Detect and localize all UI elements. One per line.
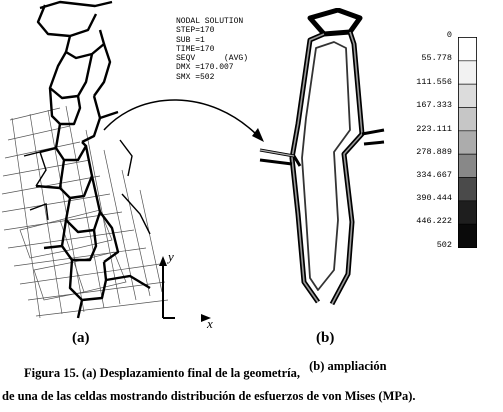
deformed-cells-thin	[23, 139, 151, 235]
zoom-connector-arrow	[103, 99, 264, 142]
legend-band	[458, 177, 477, 202]
legend-band	[458, 107, 477, 132]
legend-band	[458, 223, 477, 248]
x-axis-arrowhead	[201, 314, 211, 322]
legend-band	[458, 200, 477, 225]
caption-line1-prefix: Figura 15. (a) Desplazamiento final de l…	[24, 366, 300, 380]
legend-label: 334.667	[416, 170, 452, 180]
readout-line: DMX =170.007	[176, 63, 234, 73]
readout-line: SMX =502	[176, 72, 215, 82]
legend-band	[458, 130, 477, 155]
legend-band	[458, 83, 477, 108]
caption-line1-suffix: (b) ampliación	[309, 359, 387, 373]
axis-y-label: y	[168, 249, 174, 264]
legend-label: 502	[436, 240, 452, 250]
zoomed-cell-figure	[259, 8, 385, 306]
readout-line: STEP=170	[176, 26, 215, 36]
legend-band	[458, 60, 477, 85]
axis-x-label: x	[207, 316, 213, 331]
figure-caption-line-2: de una de las celdas mostrando distribuc…	[2, 389, 416, 403]
legend-label: 0	[446, 30, 452, 40]
legend-label: 278.889	[416, 147, 452, 157]
deformed-cells	[35, 0, 151, 319]
legend-label: 167.333	[416, 100, 452, 110]
legend-label: 390.444	[416, 193, 452, 203]
panel-b-label: (b)	[316, 330, 335, 346]
readout-line: TIME=170	[176, 44, 215, 54]
y-axis-arrowhead	[159, 256, 167, 266]
coordinate-axes	[162, 262, 175, 319]
readout-line: SEQV (AVG)	[176, 54, 249, 64]
legend-label: 446.222	[416, 216, 452, 226]
figure-caption-line-1: Figura 15. (a) Desplazamiento final de l…	[24, 359, 387, 381]
legend-band	[458, 153, 477, 178]
legend-label: 223.111	[416, 124, 452, 134]
legend-label: 111.556	[416, 77, 452, 87]
readout-line: SUB =1	[176, 35, 205, 45]
panel-a-label: (a)	[72, 330, 90, 346]
base-mesh-grid	[1, 105, 169, 319]
legend-label: 55.778	[421, 53, 452, 63]
legend-band	[458, 37, 477, 62]
readout-line: NODAL SOLUTION	[176, 17, 244, 26]
nodal-solution-readout: NODAL SOLUTION STEP=170 SUB =1 TIME=170 …	[176, 17, 248, 82]
stress-legend-bar	[458, 37, 477, 248]
deformed-mesh-figure	[1, 0, 175, 319]
